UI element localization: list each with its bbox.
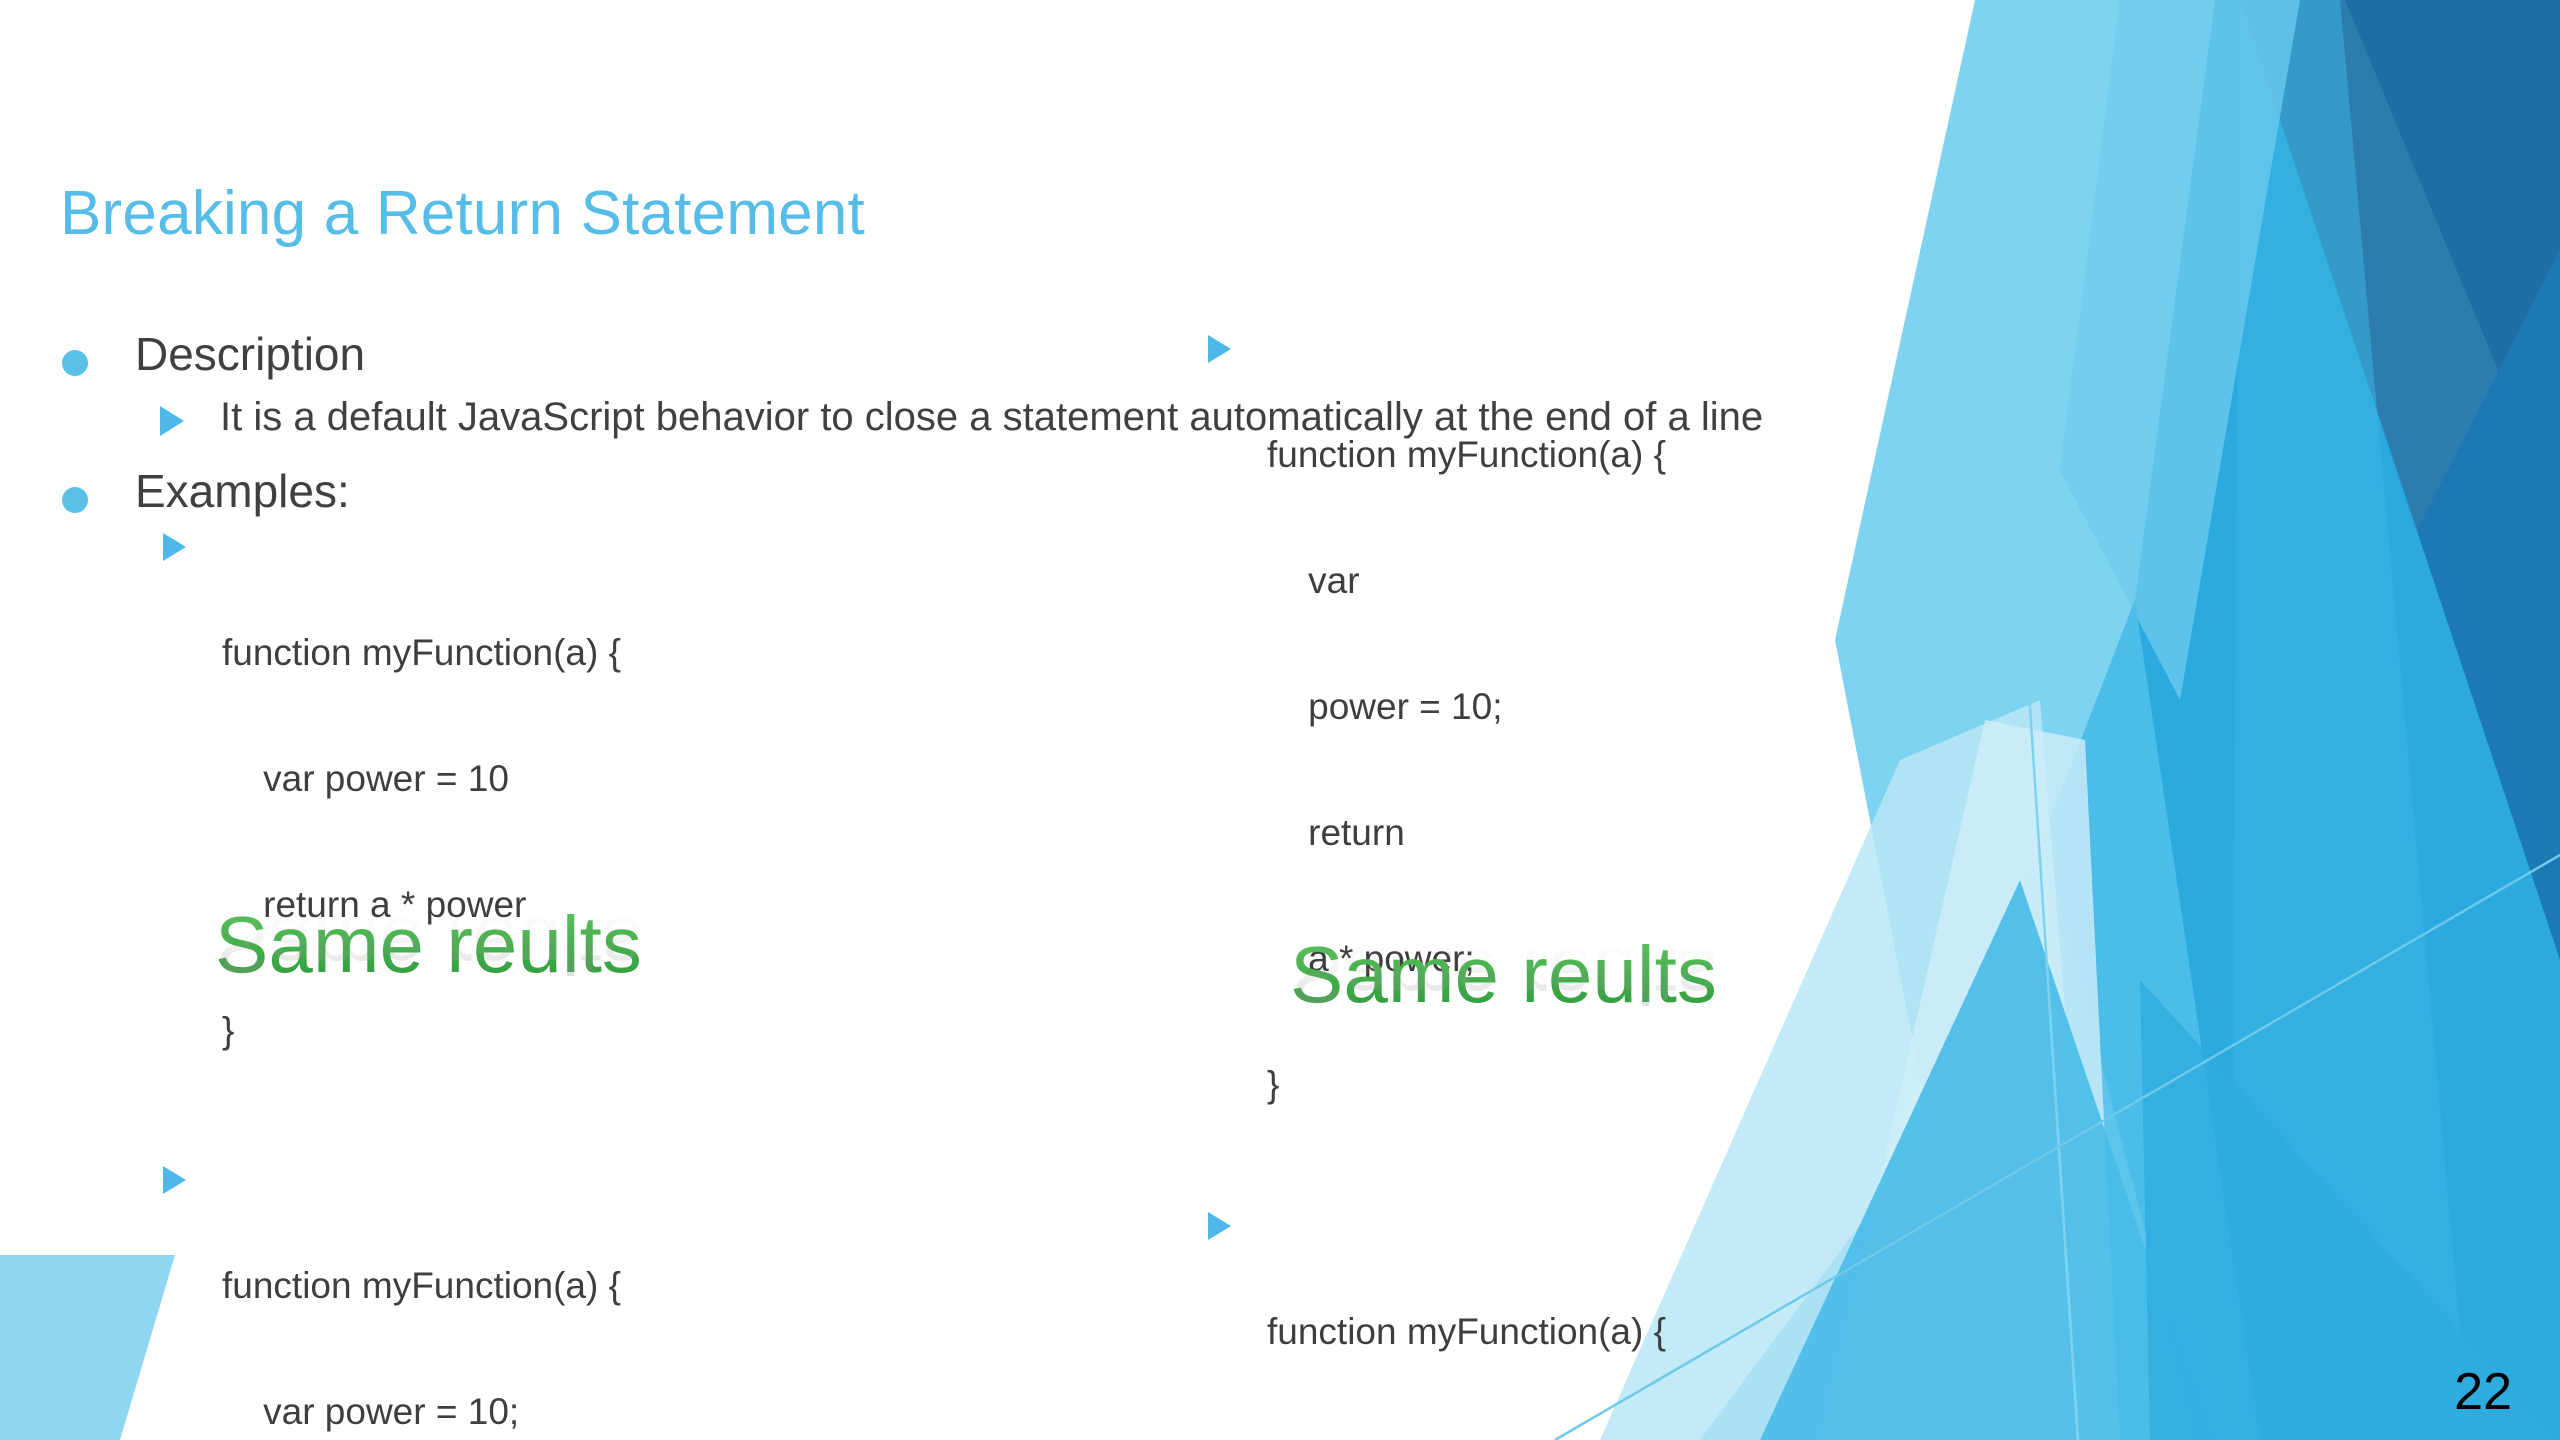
bullet-dot-icon [62, 350, 88, 376]
code-block-left-2: function myFunction(a) { var power = 10;… [0, 1156, 2000, 1440]
code-line: power = 10; [1267, 686, 1503, 727]
bullet-description-label: Description [135, 328, 366, 380]
bullet-triangle-icon [1208, 335, 1231, 363]
deco-shape-dark-1 [2230, 0, 2560, 980]
code-line: return [1267, 812, 1405, 853]
deco-shape-mid-1 [1980, 0, 2560, 1440]
slide-body-right-column: function myFunction(a) { var power = 10;… [1045, 325, 1666, 1440]
deco-shape-light-2 [2060, 0, 2300, 700]
bullet-examples-label: Examples: [135, 464, 350, 517]
code-line: function myFunction(a) { [222, 631, 621, 673]
sub-bullet-description-label: It is a default JavaScript behavior to c… [220, 395, 1764, 440]
code-line: function myFunction(a) { [1267, 434, 1666, 475]
bullet-triangle-icon [163, 1165, 186, 1194]
bullet-triangle-icon [163, 532, 186, 561]
code-line: var power = 10; [222, 1390, 520, 1432]
bullet-triangle-icon [160, 406, 184, 437]
slide-number: 22 [2454, 1363, 2512, 1421]
slide-body: Description It is a default JavaScript b… [0, 330, 2000, 1440]
bullet-description: Description [0, 330, 2000, 378]
bullet-examples: Examples: [0, 467, 2000, 515]
code-line: } [222, 1009, 235, 1051]
deco-shape-mid-2 [2230, 0, 2470, 1440]
code-line: var power = 10 [222, 757, 509, 799]
deco-shape-dark-2 [2300, 250, 2560, 1440]
deco-shape-darkest [2300, 0, 2560, 560]
page-title: Breaking a Return Statement [60, 179, 865, 248]
code-line: return a * power [222, 883, 527, 925]
code-line: function myFunction(a) { [1267, 1311, 1666, 1352]
sub-bullet-description-text: It is a default JavaScript behavior to c… [0, 394, 1920, 440]
code-line: function myFunction(a) { [222, 1264, 621, 1306]
code-block-right-2: function myFunction(a) { var power = 10;… [1045, 1202, 1666, 1440]
bullet-triangle-icon [1208, 1212, 1231, 1240]
code-block-left-1: function myFunction(a) { var power = 10 … [0, 523, 2000, 1138]
code-line: var [1267, 560, 1360, 601]
code-line: } [1267, 1064, 1280, 1105]
bullet-dot-icon [62, 486, 88, 513]
code-block-right-1: function myFunction(a) { var power = 10;… [1045, 325, 1666, 1192]
code-line: a * power; [1267, 938, 1475, 979]
